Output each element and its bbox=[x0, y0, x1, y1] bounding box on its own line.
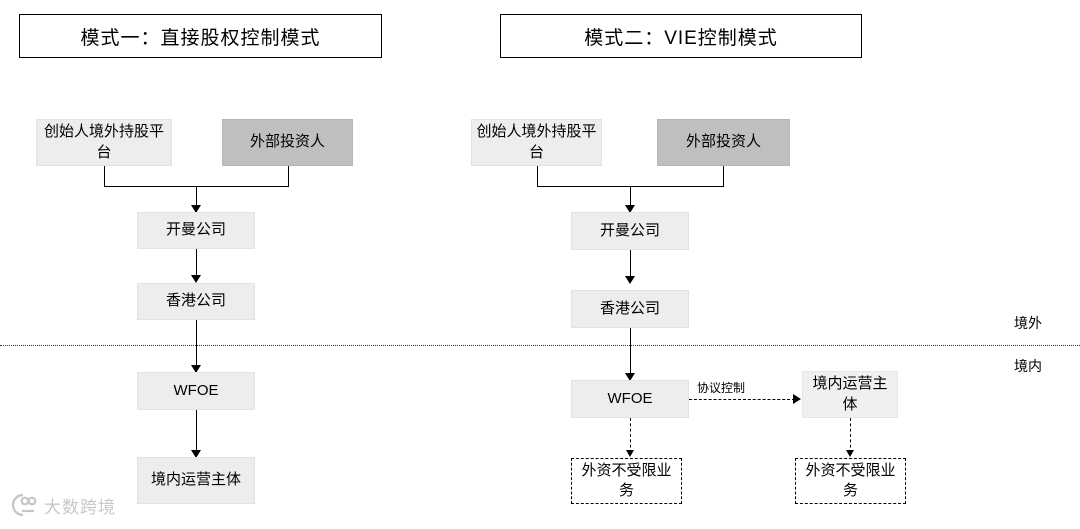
left-node-domestic-entity: 境内运营主体 bbox=[137, 457, 255, 504]
left-node-hongkong-label: 香港公司 bbox=[165, 292, 226, 310]
right-connector-investor-down bbox=[723, 166, 724, 186]
left-node-cayman: 开曼公司 bbox=[137, 212, 255, 249]
left-connector-cayman-hk bbox=[196, 249, 197, 277]
right-arrow-to-wfoe bbox=[625, 373, 635, 381]
right-arrow-to-restricted-right bbox=[846, 450, 854, 457]
right-connector-agreement-control bbox=[689, 399, 795, 400]
right-node-cayman: 开曼公司 bbox=[571, 212, 689, 250]
left-arrow-to-wfoe bbox=[191, 365, 201, 373]
right-connector-bracket-down bbox=[630, 186, 631, 207]
right-edge-label-agreement-control: 协议控制 bbox=[697, 381, 746, 395]
watermark-text: 大数跨境 bbox=[44, 497, 116, 517]
right-node-wfoe-label: WFOE bbox=[607, 389, 653, 407]
left-node-investor: 外部投资人 bbox=[222, 119, 353, 166]
right-node-cayman-label: 开曼公司 bbox=[599, 221, 660, 239]
right-node-restricted-left-label: 外资不受限业务 bbox=[581, 461, 672, 499]
left-arrow-to-entity bbox=[191, 450, 201, 458]
left-node-founder: 创始人境外持股平台 bbox=[36, 119, 172, 166]
left-node-investor-label: 外部投资人 bbox=[249, 133, 325, 151]
right-arrow-to-cayman bbox=[625, 205, 635, 213]
left-connector-founder-down bbox=[104, 166, 105, 186]
offshore-onshore-divider bbox=[0, 345, 1080, 346]
region-label-onshore: 境内 bbox=[1014, 358, 1042, 374]
right-connector-hk-wfoe bbox=[630, 328, 631, 376]
right-panel-title-text: 模式二：VIE控制模式 bbox=[584, 27, 778, 49]
right-node-investor-label: 外部投资人 bbox=[685, 133, 761, 151]
right-connector-founder-down bbox=[537, 166, 538, 186]
right-arrow-to-hongkong bbox=[625, 276, 635, 284]
right-node-domestic-entity: 境内运营主体 bbox=[802, 371, 898, 418]
right-node-restricted-left: 外资不受限业务 bbox=[571, 458, 682, 504]
right-node-wfoe: WFOE bbox=[571, 380, 689, 418]
right-node-founder-label: 创始人境外持股平台 bbox=[476, 123, 597, 161]
right-connector-entity-restricted bbox=[850, 418, 851, 453]
right-connector-cayman-hk bbox=[630, 250, 631, 278]
right-node-domestic-entity-label: 境内运营主体 bbox=[812, 375, 888, 413]
left-arrow-to-hongkong bbox=[191, 275, 201, 283]
left-arrow-to-cayman bbox=[191, 205, 201, 213]
left-panel-title: 模式一：直接股权控制模式 bbox=[19, 14, 382, 58]
left-connector-bracket-down bbox=[196, 186, 197, 207]
left-connector-wfoe-entity bbox=[196, 410, 197, 453]
right-node-founder: 创始人境外持股平台 bbox=[471, 119, 602, 166]
left-node-hongkong: 香港公司 bbox=[137, 283, 255, 320]
right-arrow-to-restricted-left bbox=[626, 450, 634, 457]
left-connector-hk-wfoe bbox=[196, 320, 197, 368]
right-node-hongkong-label: 香港公司 bbox=[599, 299, 660, 317]
region-label-offshore: 境外 bbox=[1014, 315, 1042, 331]
right-node-investor: 外部投资人 bbox=[657, 119, 790, 166]
left-node-wfoe: WFOE bbox=[137, 372, 255, 410]
right-connector-wfoe-restricted bbox=[630, 418, 631, 453]
right-arrow-agreement-control bbox=[793, 394, 801, 404]
left-node-founder-label: 创始人境外持股平台 bbox=[43, 123, 164, 161]
watermark: 大数跨境 bbox=[8, 490, 116, 520]
right-panel-title: 模式二：VIE控制模式 bbox=[500, 14, 862, 58]
right-node-hongkong: 香港公司 bbox=[571, 290, 689, 328]
right-node-restricted-right: 外资不受限业务 bbox=[795, 458, 906, 504]
right-node-restricted-right-label: 外资不受限业务 bbox=[805, 461, 896, 499]
left-connector-investor-down bbox=[288, 166, 289, 186]
left-node-domestic-entity-label: 境内运营主体 bbox=[150, 471, 241, 489]
left-node-cayman-label: 开曼公司 bbox=[165, 221, 226, 239]
left-node-wfoe-label: WFOE bbox=[173, 381, 219, 399]
logo-icon bbox=[11, 493, 37, 517]
left-panel-title-text: 模式一：直接股权控制模式 bbox=[80, 27, 321, 49]
